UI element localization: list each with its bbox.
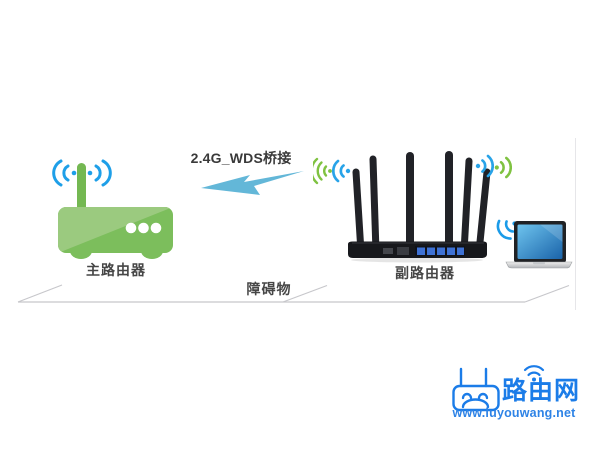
antenna	[475, 168, 491, 256]
antenna	[460, 157, 473, 256]
wifi-signal-icon	[475, 154, 494, 178]
wifi-signal-icon	[87, 159, 112, 187]
laptop-icon	[496, 219, 573, 269]
floor-lines	[17, 284, 570, 303]
antenna	[77, 163, 86, 213]
wifi-signal-icon	[332, 159, 351, 183]
wifi-signal-icon	[313, 157, 332, 185]
bridge-link-label: 2.4G_WDS桥接	[190, 150, 292, 166]
site-name: 路由网	[502, 377, 581, 405]
site-url: www.luyouwang.net	[452, 406, 576, 420]
antenna	[369, 155, 380, 256]
secondary-router-icon	[348, 151, 491, 263]
site-watermark: 路由网 www.luyouwang.net	[448, 358, 580, 424]
logo-router-icon	[452, 367, 500, 412]
main-router-icon	[52, 159, 173, 259]
secondary-router-label: 副路由器	[395, 265, 455, 281]
laptop-screen	[517, 224, 563, 259]
main-router-label: 主路由器	[86, 262, 146, 278]
logo-wifi-icon	[523, 365, 545, 382]
wifi-signal-icon	[494, 156, 512, 179]
antenna	[352, 168, 365, 256]
content-right-border	[575, 138, 576, 310]
laptop-base	[505, 261, 573, 269]
lightning-bolt-icon	[201, 171, 304, 195]
wifi-signal-icon	[52, 159, 77, 187]
obstacle-label: 障碍物	[246, 281, 292, 297]
